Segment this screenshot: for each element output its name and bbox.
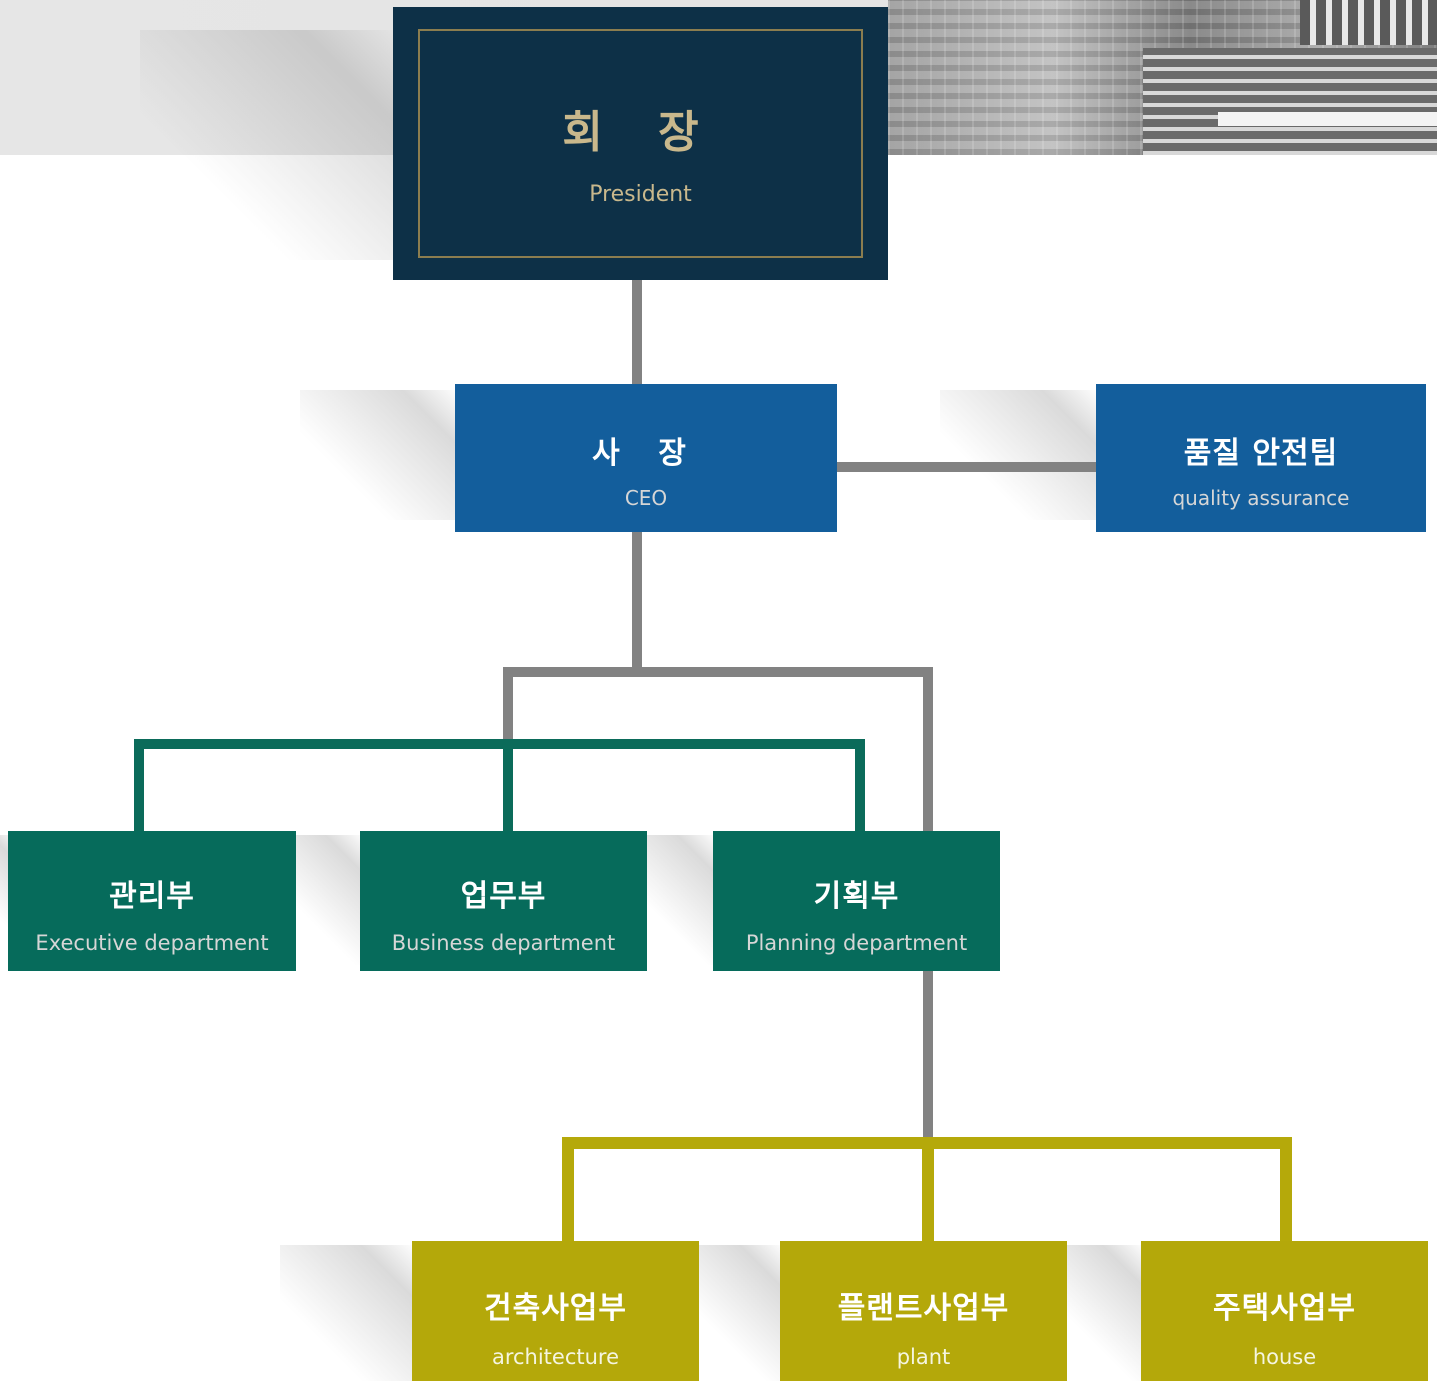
- connector-green-drop-1: [134, 739, 144, 831]
- connector-olive-drop-2: [922, 1137, 934, 1242]
- connector-gray-left-drop: [503, 667, 513, 749]
- building-floor-gap: [1218, 112, 1437, 126]
- building-wing: [1143, 48, 1437, 155]
- connector-green-horizontal: [134, 739, 865, 749]
- business-unit-box-house: 주택사업부 house: [1141, 1241, 1428, 1381]
- connector-olive-drop-3: [1280, 1137, 1292, 1242]
- ceo-title-en: CEO: [624, 486, 668, 510]
- president-title-kr: 회 장: [562, 107, 719, 158]
- connector-ceo-qa: [837, 462, 1097, 472]
- department-title-kr: 기획부: [813, 879, 900, 914]
- business-unit-title-en: architecture: [491, 1345, 620, 1369]
- president-frame: 회 장 President: [418, 29, 863, 258]
- dept-shadow-2: [295, 835, 365, 965]
- connector-green-drop-3: [855, 739, 865, 831]
- connector-president-ceo: [632, 280, 642, 384]
- business-unit-box-plant: 플랜트사업부 plant: [780, 1241, 1067, 1381]
- connector-ceo-down: [632, 532, 642, 668]
- business-unit-box-architecture: 건축사업부 architecture: [412, 1241, 699, 1381]
- qa-title-en: quality assurance: [1172, 486, 1350, 510]
- ceo-shadow: [300, 390, 460, 520]
- department-box-executive: 관리부 Executive department: [8, 831, 296, 971]
- business-unit-title-kr: 주택사업부: [1213, 1291, 1356, 1326]
- unit-shadow-2: [699, 1245, 784, 1381]
- connector-gray-right-drop: [923, 667, 933, 831]
- connector-green-drop-2: [503, 739, 513, 831]
- department-title-en: Planning department: [745, 931, 968, 955]
- ceo-title-kr: 사 장: [592, 436, 700, 471]
- business-unit-title-en: house: [1252, 1345, 1317, 1369]
- president-title-en: President: [589, 182, 692, 207]
- president-shadow: [140, 30, 400, 260]
- department-title-en: Executive department: [35, 931, 269, 955]
- unit-shadow-1: [280, 1245, 415, 1381]
- business-unit-title-kr: 건축사업부: [484, 1291, 627, 1326]
- building-facade-dark: [1300, 0, 1437, 45]
- department-title-en: Business department: [391, 931, 616, 955]
- qa-box: 품질 안전팀 quality assurance: [1096, 384, 1426, 532]
- connector-olive-drop-1: [562, 1137, 574, 1242]
- connector-planning-down: [923, 971, 933, 1141]
- qa-shadow: [940, 390, 1100, 520]
- department-title-kr: 관리부: [109, 879, 195, 914]
- business-unit-title-kr: 플랜트사업부: [837, 1291, 1010, 1326]
- connector-gray-horizontal: [503, 667, 933, 677]
- unit-shadow-3: [1067, 1245, 1145, 1381]
- ceo-box: 사 장 CEO: [455, 384, 837, 532]
- qa-title-kr: 품질 안전팀: [1183, 436, 1339, 471]
- president-box: 회 장 President: [393, 7, 888, 280]
- department-title-kr: 업무부: [460, 879, 547, 914]
- dept-shadow-3: [647, 835, 717, 965]
- business-unit-title-en: plant: [896, 1345, 951, 1369]
- department-box-business: 업무부 Business department: [360, 831, 647, 971]
- department-box-planning: 기획부 Planning department: [713, 831, 1000, 971]
- building-photo: [888, 0, 1437, 155]
